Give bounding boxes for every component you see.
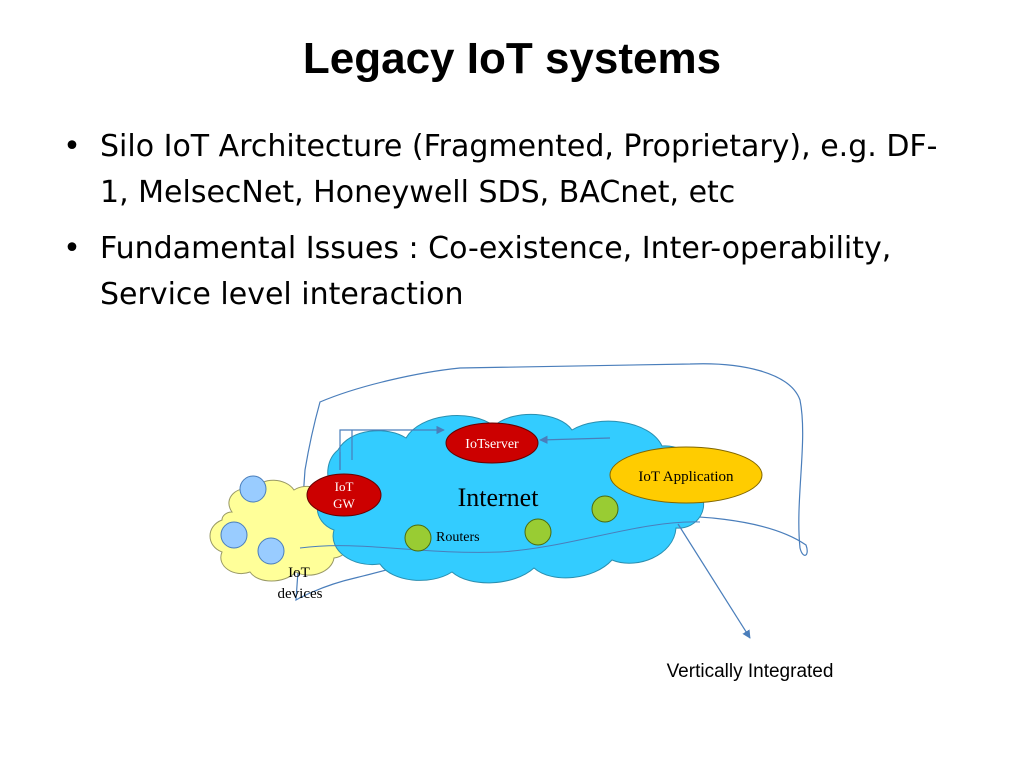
devices-label-line2: devices — [278, 586, 323, 602]
iot-server-label: IoTserver — [465, 437, 519, 452]
bullet-list: • Silo IoT Architecture (Fragmented, Pro… — [60, 124, 960, 328]
slide-title: Legacy IoT systems — [302, 34, 722, 83]
bullet-text: Silo IoT Architecture (Fragmented, Propr… — [100, 129, 938, 210]
bullet-text: Fundamental Issues : Co-existence, Inter… — [100, 231, 892, 312]
bullet-icon: • — [63, 129, 81, 164]
iot-gateway-label-line2: GW — [333, 496, 355, 511]
integration-boundary-outline — [295, 363, 808, 602]
server-to-gateway-arrow — [339, 430, 353, 470]
iot-application-node — [609, 446, 763, 504]
internet-label: Internet — [458, 483, 540, 512]
flow-curve — [299, 521, 701, 553]
router-node — [524, 518, 552, 546]
vertically-integrated-label: Vertically Integrated — [667, 661, 834, 682]
routers-label: Routers — [436, 530, 480, 545]
iot-application-label: IoT Application — [638, 469, 734, 485]
iot-gateway-label-line1: IoT — [335, 479, 354, 494]
router-node — [591, 495, 619, 523]
iot-server-node — [445, 422, 539, 464]
application-to-server-arrow — [539, 435, 611, 444]
bullet-item: • Silo IoT Architecture (Fragmented, Pro… — [60, 124, 960, 216]
bullet-item: • Fundamental Issues : Co-existence, Int… — [60, 226, 960, 318]
iot-gateway-node — [306, 473, 382, 517]
bullet-icon: • — [63, 231, 81, 266]
devices-label-line1: IoT — [288, 565, 310, 581]
iot-device-node — [220, 521, 248, 549]
iot-device-node — [239, 475, 267, 503]
router-node — [404, 524, 432, 552]
iot-device-node — [257, 537, 285, 565]
vertical-integration-arrow — [677, 523, 751, 639]
